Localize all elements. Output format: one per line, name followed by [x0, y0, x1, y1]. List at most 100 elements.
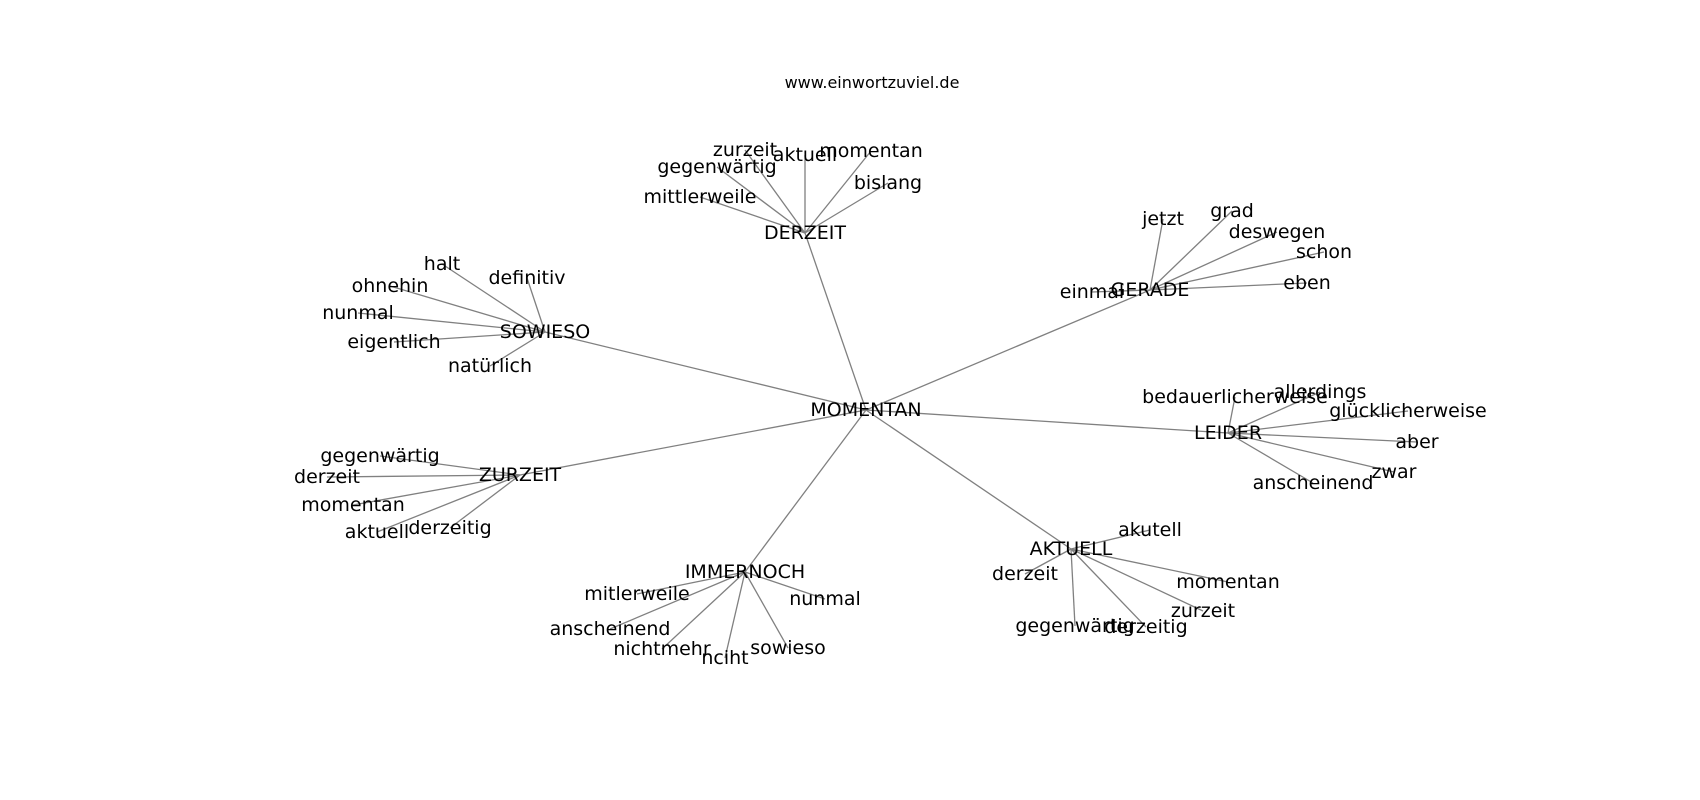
edge-hub-to-leaf	[441, 263, 546, 333]
edge-hub-to-leaf	[724, 571, 746, 659]
leaf-node-label: aber	[1395, 431, 1438, 453]
edge-hub-to-leaf	[609, 571, 746, 630]
leaf-node-label: nunmal	[789, 588, 861, 610]
edge-hub-to-leaf	[804, 150, 872, 234]
leaf-node-label: schon	[1296, 241, 1352, 263]
leaf-node-label: derzeitig	[408, 517, 491, 539]
leaf-node-label: derzeit	[294, 466, 360, 488]
leaf-node-label: ohnehin	[352, 275, 429, 297]
leaf-node-label: momentan	[819, 140, 923, 162]
edge-hub-to-leaf	[376, 474, 521, 533]
edge-hub-to-leaf	[744, 571, 826, 600]
hub-node-label: SOWIESO	[500, 321, 590, 343]
edge-hub-to-leaf	[379, 455, 521, 476]
hub-node-label: GERADE	[1111, 279, 1190, 301]
edge-center-to-hub	[865, 409, 1072, 550]
leaf-node-label: einmal	[1060, 281, 1124, 303]
leaf-node-label: akutell	[1118, 519, 1182, 541]
edge-hub-to-leaf	[1070, 529, 1151, 550]
node-labels: MOMENTANDERZEITzurzeitaktuellmomentangeg…	[294, 139, 1487, 669]
leaf-node-label: grad	[1210, 200, 1254, 222]
leaf-node-label: definitiv	[488, 267, 565, 289]
edge-hub-to-leaf	[1070, 548, 1204, 612]
center-node-label: MOMENTAN	[810, 399, 921, 421]
credit-text: www.einwortzuviel.de	[785, 73, 960, 92]
edge-center-to-hub	[744, 409, 867, 573]
edge-hub-to-leaf	[326, 474, 521, 478]
edge-center-to-hub	[519, 409, 867, 476]
hub-node-label: LEIDER	[1194, 422, 1262, 444]
leaf-node-label: nciht	[701, 647, 748, 669]
leaf-node-label: bedauerlicherweise	[1142, 386, 1328, 408]
edge-hub-to-leaf	[357, 312, 546, 333]
edge-hub-to-leaf	[1149, 282, 1308, 291]
leaf-node-label: zwar	[1372, 461, 1417, 483]
edge-hub-to-leaf	[389, 285, 546, 333]
leaf-node-label: momentan	[301, 494, 405, 516]
leaf-node-label: zurzeit	[713, 139, 777, 161]
leaf-node-label: anscheinend	[1253, 472, 1374, 494]
leaf-node-label: mitlerweile	[584, 583, 690, 605]
edge-hub-to-leaf	[804, 182, 889, 234]
edge-hub-to-leaf	[1149, 231, 1278, 291]
leaf-node-label: nunmal	[322, 302, 394, 324]
edge-hub-to-leaf	[1227, 432, 1418, 443]
edge-hub-to-leaf	[1149, 251, 1325, 291]
leaf-node-label: mittlerweile	[644, 186, 757, 208]
edge-hub-to-leaf	[1070, 548, 1147, 628]
edge-hub-to-leaf	[1070, 548, 1076, 627]
edge-hub-to-leaf	[744, 149, 806, 234]
hub-node-label: ZURZEIT	[479, 464, 562, 486]
leaf-node-label: jetzt	[1141, 208, 1184, 230]
leaf-node-label: gegenwärtig	[320, 445, 439, 467]
leaf-node-label: nichtmehr	[613, 638, 710, 660]
edge-hub-to-leaf	[1024, 548, 1072, 575]
leaf-node-label: eigentlich	[347, 331, 440, 353]
edge-hub-to-leaf	[1070, 548, 1229, 583]
edge-hub-to-leaf	[526, 277, 546, 333]
hub-node-label: AKTUELL	[1030, 538, 1113, 560]
edge-hub-to-leaf	[1227, 396, 1236, 434]
leaf-node-label: zurzeit	[1171, 600, 1235, 622]
leaf-node-label: aktuell	[773, 144, 837, 166]
leaf-node-label: gegenwärtig	[1015, 615, 1134, 637]
edge-hub-to-leaf	[661, 571, 746, 650]
edge-hub-to-leaf	[1091, 289, 1151, 293]
leaf-node-label: allerdings	[1274, 381, 1367, 403]
edge-hub-to-leaf	[636, 571, 746, 595]
edge-hub-to-leaf	[716, 166, 806, 234]
edge-hub-to-leaf	[1227, 432, 1395, 473]
leaf-node-label: eben	[1283, 272, 1330, 294]
leaf-node-label: deswegen	[1229, 221, 1326, 243]
leaf-node-label: derzeit	[992, 563, 1058, 585]
edge-center-to-hub	[865, 289, 1151, 411]
edge-hub-to-leaf	[352, 474, 521, 506]
edges	[326, 149, 1418, 659]
leaf-node-label: momentan	[1176, 571, 1280, 593]
leaf-node-label: derzeitig	[1104, 616, 1187, 638]
edge-hub-to-leaf	[1227, 391, 1321, 434]
edge-hub-to-leaf	[1227, 410, 1409, 434]
edge-center-to-hub	[544, 331, 867, 411]
leaf-node-label: anscheinend	[550, 618, 671, 640]
leaf-node-label: aktuell	[345, 521, 409, 543]
edge-hub-to-leaf	[1149, 210, 1233, 291]
leaf-node-label: glücklicherweise	[1329, 400, 1486, 422]
leaf-node-label: halt	[424, 253, 460, 275]
hub-node-label: IMMERNOCH	[685, 561, 805, 583]
edge-hub-to-leaf	[449, 474, 521, 529]
edge-center-to-hub	[865, 409, 1229, 434]
edge-hub-to-leaf	[744, 571, 789, 649]
edge-hub-to-leaf	[393, 331, 546, 343]
hub-node-label: DERZEIT	[764, 222, 846, 244]
edge-hub-to-leaf	[1149, 218, 1164, 291]
edge-hub-to-leaf	[699, 196, 806, 234]
edge-center-to-hub	[804, 232, 867, 411]
leaf-node-label: gegenwärtig	[657, 156, 776, 178]
edge-hub-to-leaf	[489, 331, 546, 367]
leaf-node-label: bislang	[854, 172, 922, 194]
leaf-node-label: sowieso	[750, 637, 826, 659]
edge-hub-to-leaf	[1227, 432, 1314, 484]
leaf-node-label: natürlich	[448, 355, 532, 377]
